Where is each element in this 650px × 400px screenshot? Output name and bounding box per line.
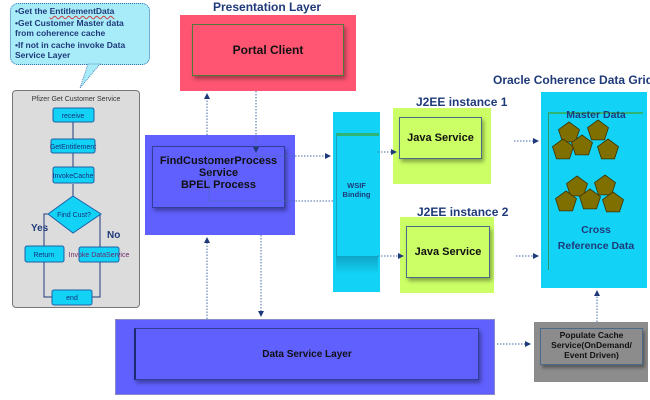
annotation-callout: •Get the EntitlementData •Get Customer M… (10, 3, 150, 65)
wsif-line-2: Binding (342, 190, 371, 199)
flow-node-return (24, 245, 65, 263)
j2ee-instance-1-title: J2EE instance 1 (416, 95, 508, 109)
wsif-binding-label: WSIF Binding (333, 181, 380, 199)
flow-node-receive (52, 107, 95, 123)
flow-invokecache-label: InvokeCache (53, 173, 94, 180)
bpel-line-1: FindCustomerProcess (159, 155, 278, 167)
pentagon-master-3 (571, 134, 593, 156)
populate-cache-line-3: Event Driven) (564, 350, 619, 360)
wsif-binding-box (336, 133, 379, 259)
flow-node-end (51, 289, 93, 306)
callout-line-1-underlined: EntitlementData (49, 6, 115, 16)
java-service-2-label: Java Service (414, 246, 482, 258)
flow-invoke-dataservice-label: Invoke DataService (69, 252, 130, 259)
flow-node-decision (47, 195, 102, 234)
portal-client-label: Portal Client (232, 43, 304, 57)
flow-getentitlement-label: GetEntitlement (50, 144, 96, 151)
callout-tail (79, 63, 101, 89)
data-service-layer-label: Data Service Layer (262, 348, 352, 360)
callout-line-1-prefix: •Get the (15, 6, 50, 16)
flow-receive-label: receive (62, 113, 85, 120)
cache-pentagons (552, 119, 624, 213)
layer-connectors (204, 91, 600, 347)
data-service-layer-box: Data Service Layer (134, 328, 479, 380)
cross-reference-label-2: Reference Data (557, 240, 635, 252)
java-service-1-label: Java Service (407, 132, 474, 144)
coherence-data-grid-inner (548, 112, 643, 270)
wsif-shadow (336, 256, 378, 274)
j2ee-instance-2-title: J2EE instance 2 (417, 205, 509, 219)
pentagon-crossref-5 (566, 175, 588, 197)
populate-cache-box: Populate Cache Service(OnDemand/ Event D… (540, 328, 643, 365)
cross-reference-label-1: Cross (581, 224, 611, 236)
bpel-line-3: BPEL Process (180, 179, 256, 191)
pentagon-master-1 (587, 119, 609, 141)
pentagon-master-2 (552, 138, 574, 160)
flow-panel-title: Pfizer Get Customer Service (31, 96, 121, 103)
callout-line-2: •Get Customer Master data from coherence… (15, 18, 124, 38)
callout-line-3: •If not in cache invoke Data Service Lay… (15, 40, 126, 60)
portal-client-box: Portal Client (192, 24, 344, 76)
flow-no-label: No (107, 230, 120, 241)
callout-line-1: •Get the EntitlementData (15, 6, 145, 16)
flow-yes-label: Yes (31, 223, 49, 234)
flow-decision-label: Find Cust? (57, 212, 91, 219)
flow-node-invokecache (52, 166, 95, 184)
presentation-layer-title: Presentation Layer (213, 0, 322, 14)
pentagon-master-4 (597, 138, 619, 160)
flow-node-invoke-dataservice (78, 246, 120, 263)
pentagon-crossref-6 (594, 174, 616, 196)
java-service-2-box: Java Service (406, 226, 490, 278)
flow-node-getentitlement (50, 138, 96, 154)
populate-cache-line-1: Populate Cache (559, 330, 624, 340)
java-service-1-box: Java Service (399, 117, 482, 159)
master-data-label: Master Data (566, 109, 626, 121)
pentagon-crossref-9 (602, 191, 624, 213)
pentagon-master-0 (558, 121, 580, 143)
populate-cache-line-2: Service(OnDemand/ (551, 340, 632, 350)
coherence-grid-title: Oracle Coherence Data Grid (493, 73, 650, 87)
flow-end-label: end (66, 295, 78, 302)
pentagon-crossref-8 (579, 188, 601, 210)
flow-return-label: Return (33, 252, 54, 259)
pentagon-crossref-7 (555, 190, 577, 212)
wsif-line-1: WSIF (347, 181, 366, 190)
